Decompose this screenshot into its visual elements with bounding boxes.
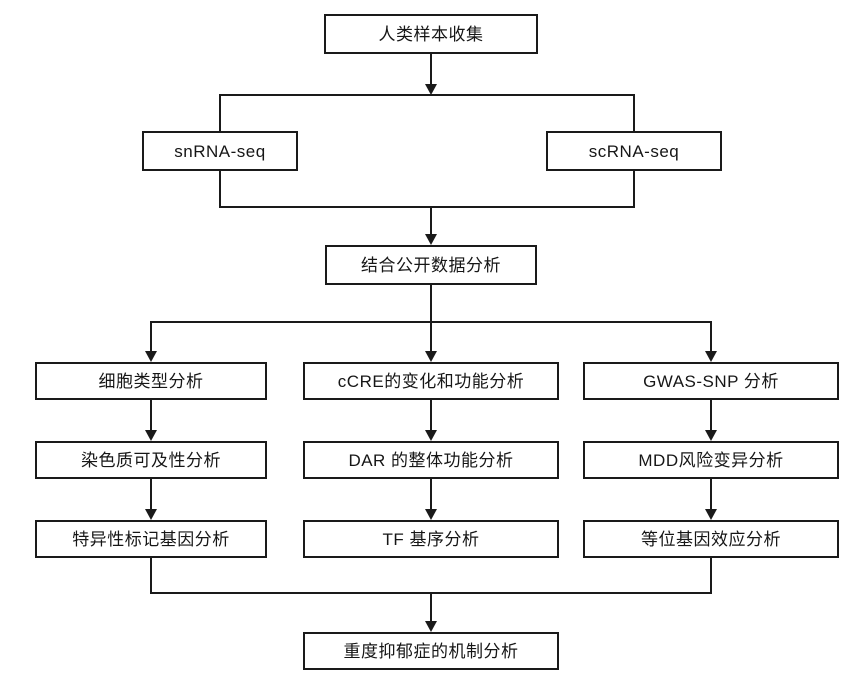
node-mdd-risk-variant-analysis: MDD风险变异分析 — [583, 441, 839, 479]
node-specific-marker-gene-analysis: 特异性标记基因分析 — [35, 520, 267, 558]
node-snrna-seq: snRNA-seq — [142, 131, 298, 171]
connector-column-steps-row1 — [145, 399, 717, 441]
arrowhead-down — [425, 509, 437, 520]
connector-root-to-sequencing — [219, 54, 635, 132]
node-gwas-snp-analysis: GWAS-SNP 分析 — [583, 362, 839, 400]
node-tf-motif-analysis: TF 基序分析 — [303, 520, 559, 558]
arrowhead-down — [705, 509, 717, 520]
arrowhead-down — [145, 351, 157, 362]
arrowhead-down — [705, 351, 717, 362]
node-combined-public-data-analysis: 结合公开数据分析 — [325, 245, 537, 285]
node-scrna-seq: scRNA-seq — [546, 131, 722, 171]
node-cell-type-analysis: 细胞类型分析 — [35, 362, 267, 400]
node-mdd-mechanism-analysis: 重度抑郁症的机制分析 — [303, 632, 559, 670]
arrowhead-down — [425, 84, 437, 95]
connector-merge-to-final — [150, 557, 712, 632]
arrowhead-down — [425, 430, 437, 441]
connector-integration-fanout — [145, 284, 717, 362]
node-chromatin-accessibility-analysis: 染色质可及性分析 — [35, 441, 267, 479]
arrowhead-down — [705, 430, 717, 441]
connector-sequencing-to-integration — [219, 170, 635, 245]
node-ccre-change-function-analysis: cCRE的变化和功能分析 — [303, 362, 559, 400]
arrowhead-down — [425, 621, 437, 632]
arrowhead-down — [145, 430, 157, 441]
arrowhead-down — [425, 234, 437, 245]
connector-column-steps-row2 — [145, 478, 717, 520]
node-dar-overall-function-analysis: DAR 的整体功能分析 — [303, 441, 559, 479]
arrowhead-down — [145, 509, 157, 520]
node-human-sample-collection: 人类样本收集 — [324, 14, 538, 54]
node-allelic-effect-analysis: 等位基因效应分析 — [583, 520, 839, 558]
arrowhead-down — [425, 351, 437, 362]
